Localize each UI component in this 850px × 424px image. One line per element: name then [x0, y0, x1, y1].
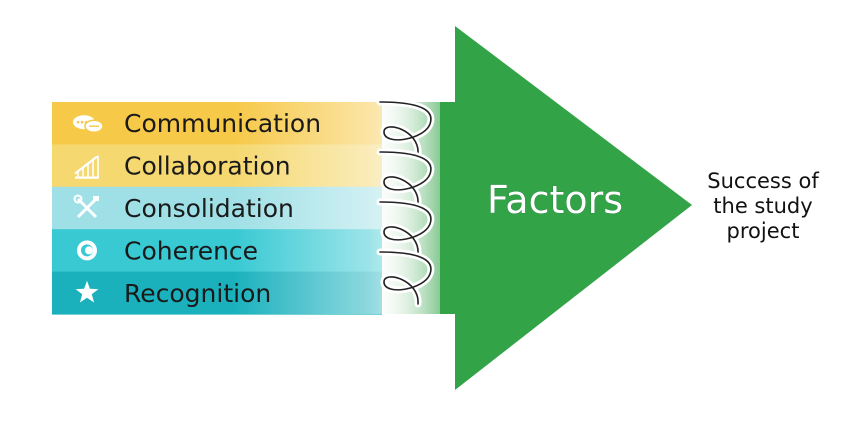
factor-row: Consolidation — [73, 194, 294, 223]
coil-loop-outline — [379, 201, 432, 255]
coil-loop-outline — [379, 101, 432, 155]
outcome-label: Success of the study project — [707, 169, 819, 243]
factor-label: Collaboration — [124, 152, 291, 181]
arrow-join — [440, 102, 460, 314]
factor-label: Consolidation — [124, 194, 294, 223]
center-label: Factors — [487, 178, 623, 222]
speech-bubbles-icon — [73, 115, 104, 133]
factor-label: Communication — [124, 109, 321, 138]
tools-icon — [73, 194, 99, 219]
outcome-line-3: project — [727, 219, 800, 243]
factor-list: CommunicationCollaborationConsolidationC… — [73, 109, 321, 308]
band-fade — [52, 102, 382, 314]
arrow-head — [455, 26, 692, 390]
coil-loop-outline — [379, 151, 432, 205]
bridge-icon — [74, 155, 99, 179]
factor-label: Coherence — [124, 236, 258, 265]
outcome-line-2: the study — [713, 194, 812, 218]
coil-loop-outline — [379, 251, 432, 305]
star-icon — [75, 280, 99, 303]
factor-label: Recognition — [124, 279, 271, 308]
factor-row: Recognition — [75, 279, 271, 308]
circle-target-icon — [77, 240, 97, 261]
spiral-coil — [376, 98, 435, 308]
factor-row: Coherence — [77, 236, 258, 265]
outcome-line-1: Success of — [707, 169, 819, 193]
factor-row: Communication — [73, 109, 321, 138]
factor-row: Collaboration — [74, 152, 291, 181]
